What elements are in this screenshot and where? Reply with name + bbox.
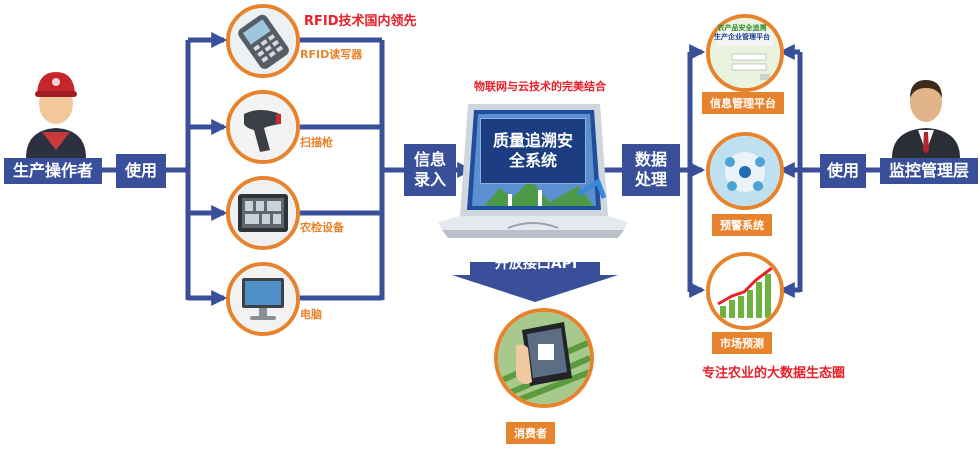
- barcode-scanner-label: 扫描枪: [300, 136, 333, 149]
- monitoring-management-label: 监控管理层: [880, 158, 978, 184]
- warning-system-icon: [710, 136, 780, 206]
- warning-system-circle: [706, 132, 784, 210]
- right-use-box: 使用: [820, 154, 866, 188]
- info-platform-circle: [706, 14, 784, 92]
- computer-icon: [230, 266, 296, 332]
- consumer-circle: [494, 308, 594, 408]
- market-forecast-circle: [706, 252, 784, 330]
- barcode-scanner-circle: [226, 90, 300, 164]
- system-screen-title: 质量追溯安全系统: [480, 118, 586, 184]
- production-operator-label: 生产操作者: [4, 158, 102, 184]
- computer-circle: [226, 262, 300, 336]
- market-forecast-icon: [710, 256, 780, 326]
- info-platform-icon: [710, 18, 780, 88]
- inspection-kit-icon: [230, 180, 296, 246]
- big-data-headline: 专注农业的大数据生态圈: [702, 366, 846, 381]
- inspection-kit-circle: [226, 176, 300, 250]
- computer-label: 电脑: [300, 308, 322, 321]
- platform-screenshot-title: 农产品安全追溯 生产企业管理平台: [712, 24, 772, 42]
- open-api-arrow: [452, 262, 618, 302]
- rfid-reader-circle: [226, 4, 300, 78]
- data-processing-box: 数据处理: [622, 144, 680, 196]
- info-entry-box: 信息录入: [404, 144, 456, 196]
- rfid-reader-label: RFID读写器: [300, 48, 363, 61]
- phone-scan-icon: [498, 312, 590, 404]
- consumer-label: 消费者: [506, 422, 555, 444]
- platform-screenshot-title-line1: 农产品安全追溯: [717, 24, 767, 32]
- warning-system-label: 预警系统: [712, 214, 772, 236]
- open-api-label: 开放接口API: [494, 256, 578, 272]
- barcode-scanner-icon: [230, 94, 296, 160]
- rfid-headline: RFID技术国内领先: [304, 14, 417, 29]
- info-platform-label: 信息管理平台: [702, 92, 784, 114]
- center-headline: 物联网与云技术的完美结合: [474, 80, 606, 93]
- inspection-kit-label: 农检设备: [300, 221, 344, 234]
- platform-screenshot-title-line2: 生产企业管理平台: [714, 33, 770, 41]
- manager-figure: [888, 72, 964, 158]
- rfid-reader-icon: [230, 8, 296, 74]
- market-forecast-label: 市场预测: [712, 332, 772, 354]
- production-operator-figure: [18, 58, 94, 158]
- left-use-box: 使用: [116, 154, 166, 188]
